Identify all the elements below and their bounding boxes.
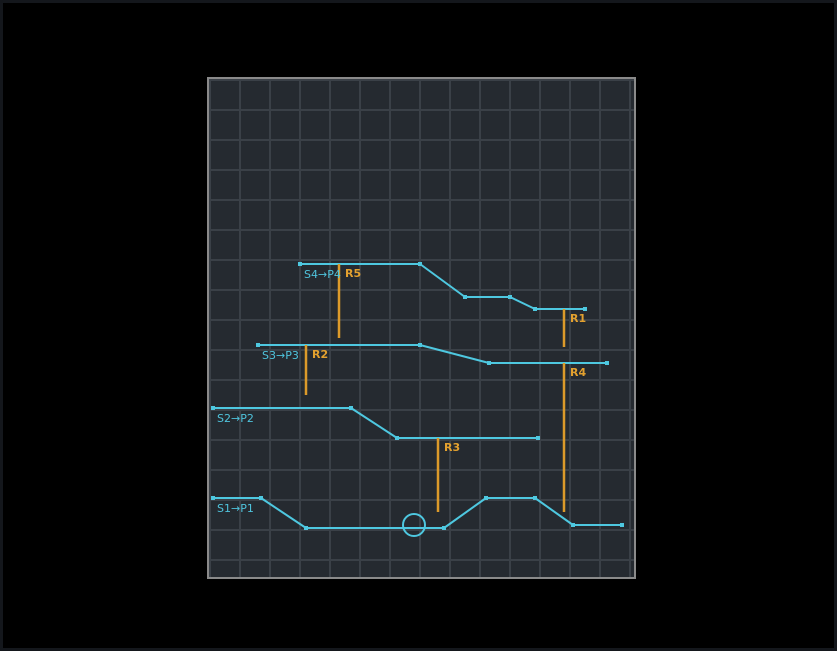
puzzle-board[interactable] bbox=[207, 77, 636, 579]
